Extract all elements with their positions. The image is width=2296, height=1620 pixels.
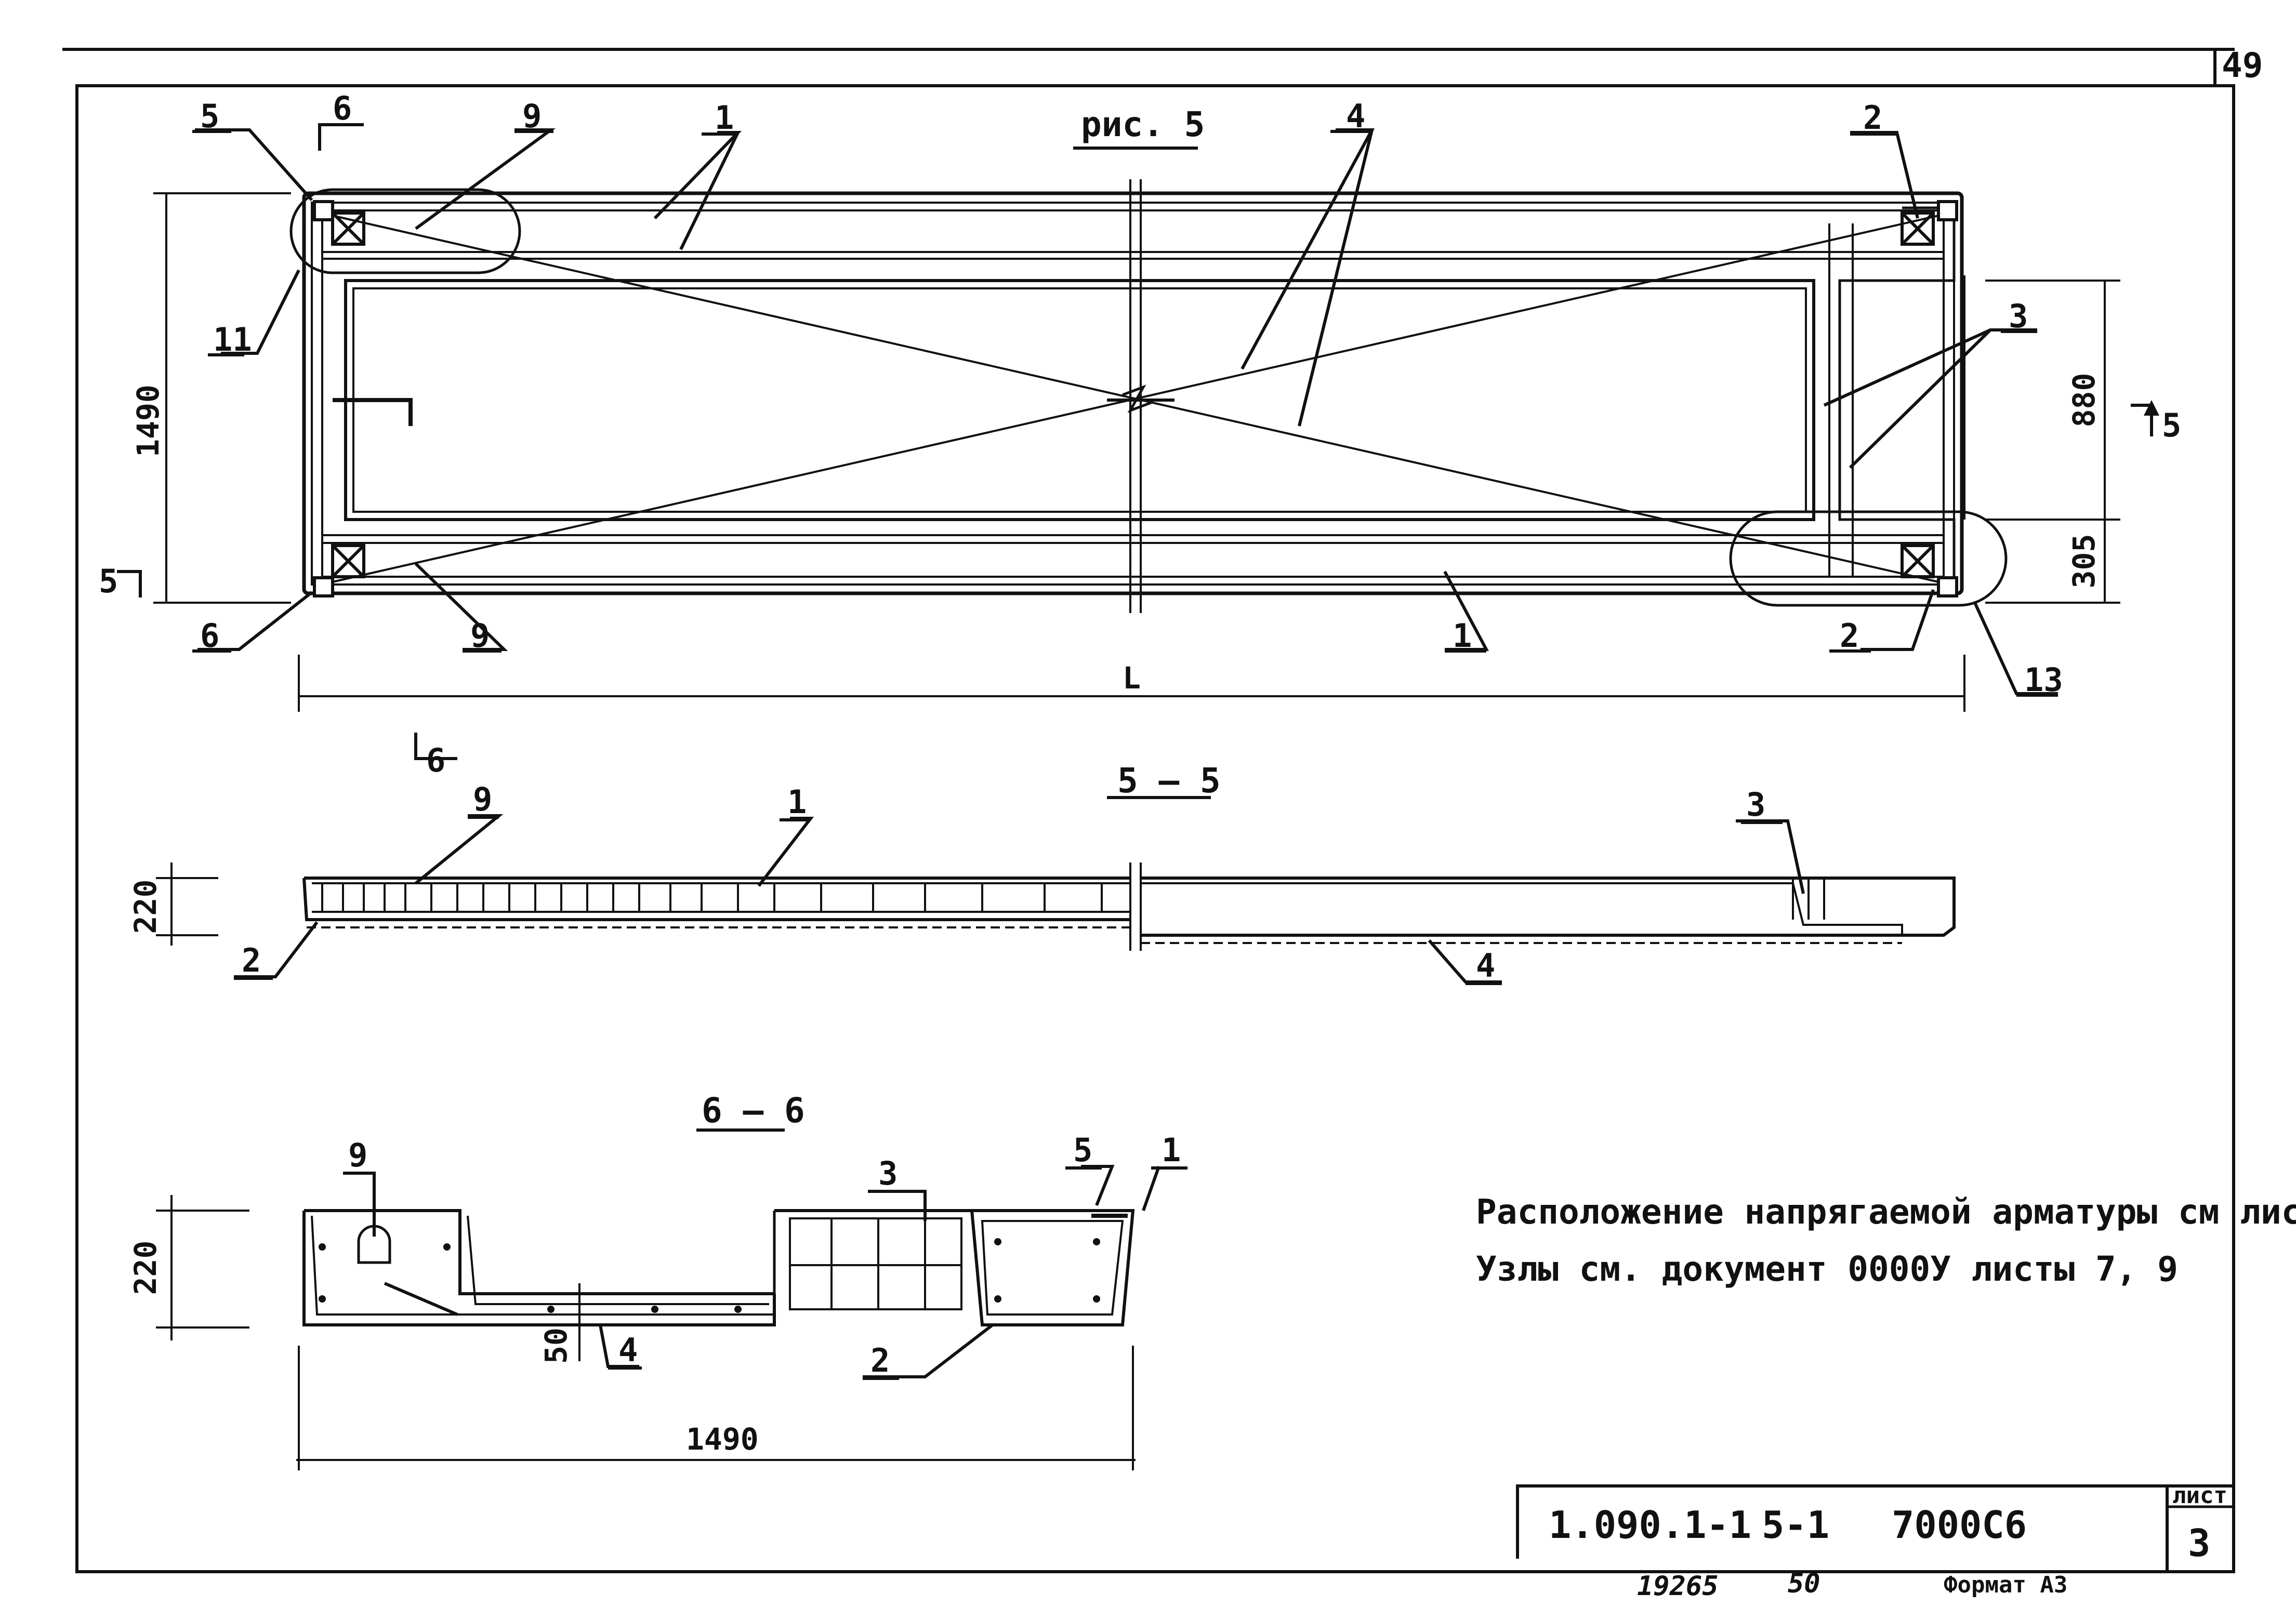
plan-callout-1-top: 1 bbox=[715, 99, 734, 137]
detail-bubble-13 bbox=[1729, 510, 2008, 607]
footer-num-2: 50 bbox=[1788, 1568, 1820, 1599]
note-line-2: Узлы см. документ 0000У листы 7, 9 bbox=[1476, 1249, 2178, 1289]
plan-callout-9-top: 9 bbox=[522, 97, 542, 135]
plan-callout-11: 11 bbox=[213, 321, 252, 358]
plan-dim-height: 1490 bbox=[130, 384, 166, 457]
section-mark-5-right: 5 bbox=[2162, 406, 2181, 444]
title-block-issue: 5-1 bbox=[1762, 1503, 1829, 1547]
plan-callout-13: 13 bbox=[2024, 661, 2063, 699]
s55-callout-2: 2 bbox=[242, 941, 261, 979]
plan-callout-9-bottom: 9 bbox=[470, 617, 490, 655]
s66-dim-220: 220 bbox=[128, 1241, 163, 1295]
plan-callout-3: 3 bbox=[2009, 297, 2028, 335]
title-block-sheet-number: 3 bbox=[2188, 1521, 2210, 1565]
plan-callout-6: 6 bbox=[200, 617, 219, 655]
footer-format: Формат А3 bbox=[1944, 1572, 2067, 1598]
footer-num-1: 19265 bbox=[1637, 1571, 1719, 1602]
plan-callout-2-top: 2 bbox=[1863, 99, 1882, 137]
plan-dim-305: 305 bbox=[2066, 534, 2102, 589]
s55-callout-4: 4 bbox=[1476, 947, 1495, 985]
s66-callout-9: 9 bbox=[348, 1136, 367, 1174]
plan-dim-880: 880 bbox=[2066, 373, 2102, 428]
s66-callout-2: 2 bbox=[870, 1342, 890, 1379]
s55-callout-3: 3 bbox=[1746, 786, 1765, 824]
s66-callout-1: 1 bbox=[1162, 1131, 1181, 1169]
section-mark-5-left: 5 bbox=[99, 562, 118, 600]
s55-callout-9: 9 bbox=[473, 780, 492, 818]
s66-dim-1490: 1490 bbox=[686, 1422, 759, 1457]
detail-bubble-11 bbox=[289, 188, 521, 274]
plan-callout-4: 4 bbox=[1346, 97, 1365, 135]
plan-title: рис. 5 bbox=[1081, 104, 1205, 144]
note-line-1: Расположение напрягаемой арматуры см лис… bbox=[1476, 1192, 2296, 1232]
plan-inner-rib bbox=[344, 279, 1815, 521]
section-5-5 bbox=[156, 796, 1956, 985]
plan-callout-2-bottom: 2 bbox=[1840, 617, 1859, 655]
s55-dim-220: 220 bbox=[128, 880, 163, 934]
section-mark-6-top: 6 bbox=[333, 89, 352, 127]
section-6-6-title: 6 – 6 bbox=[702, 1091, 805, 1131]
section-6-6 bbox=[156, 1128, 1187, 1470]
section-5-5-title: 5 – 5 bbox=[1117, 761, 1221, 801]
slab-outline bbox=[302, 191, 1964, 595]
plan-view bbox=[289, 179, 2008, 613]
sheet-corner-number: 49 bbox=[2222, 45, 2263, 85]
s66-dim-50: 50 bbox=[538, 1327, 574, 1364]
plan-callout-5: 5 bbox=[200, 97, 219, 135]
title-block-code: 1.090.1-1 bbox=[1549, 1503, 1751, 1547]
plan-callout-1-bottom: 1 bbox=[1453, 617, 1472, 655]
sheet-frame bbox=[75, 84, 2235, 1573]
s66-callout-3: 3 bbox=[878, 1154, 898, 1192]
title-block-mark: 7000С6 bbox=[1892, 1503, 2027, 1547]
s66-callout-4: 4 bbox=[618, 1331, 638, 1369]
section-mark-6-bottom: 6 bbox=[426, 741, 445, 779]
s55-callout-1: 1 bbox=[787, 783, 807, 821]
plan-dim-length: L bbox=[1123, 660, 1141, 696]
title-block-sheet-label: лист bbox=[2172, 1482, 2227, 1509]
s66-callout-5: 5 bbox=[1073, 1131, 1092, 1169]
